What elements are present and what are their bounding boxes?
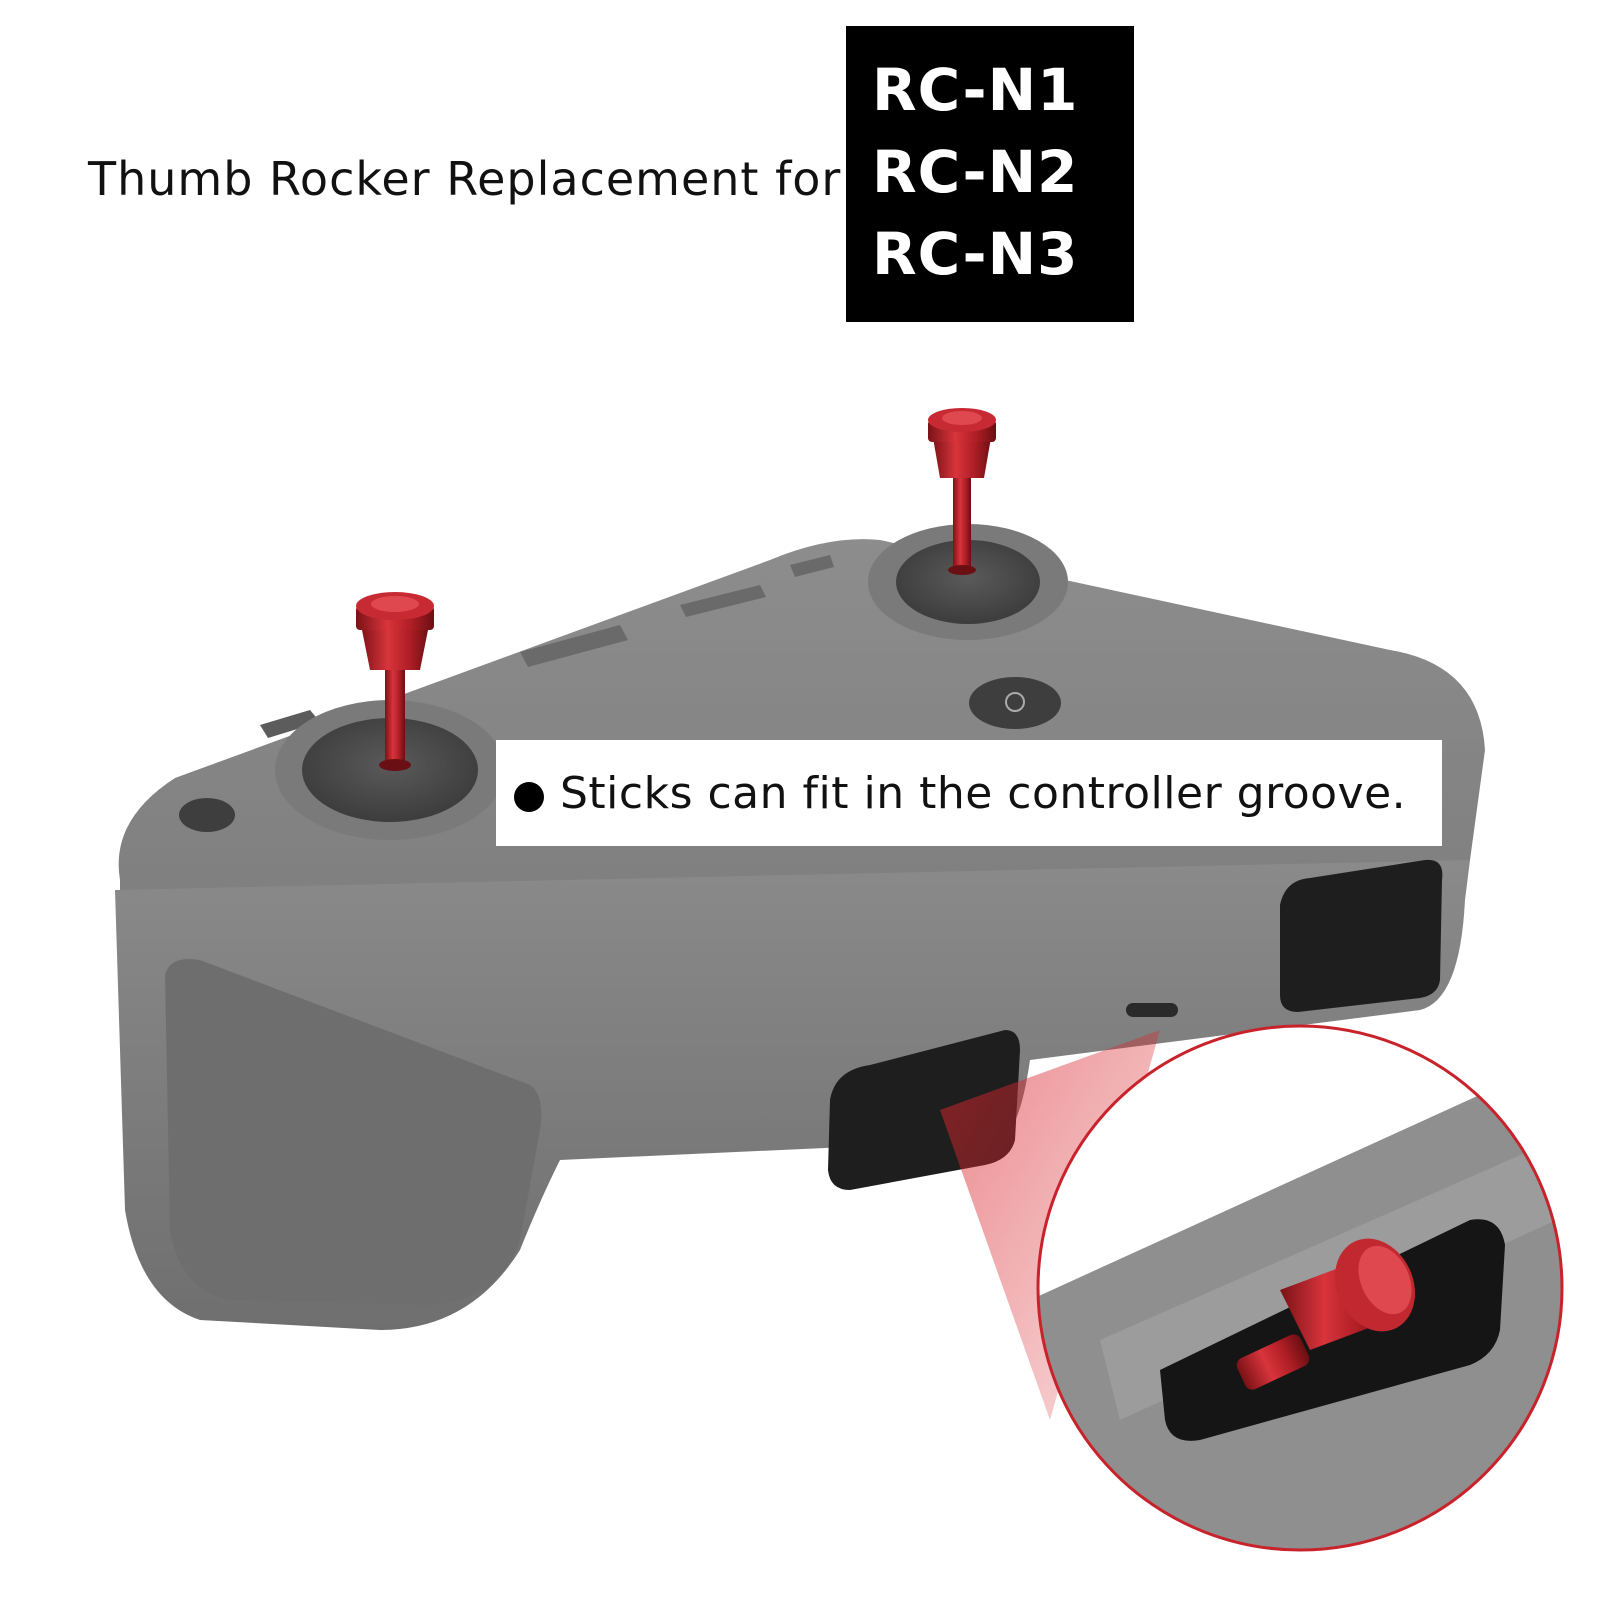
headline: Thumb Rocker Replacement for (88, 152, 842, 206)
model-rc-n2: RC-N2 (872, 138, 1079, 206)
bullet-icon (514, 782, 544, 812)
model-rc-n3: RC-N3 (872, 220, 1079, 288)
thumb-stick-right (928, 408, 996, 575)
model-rc-n1: RC-N1 (872, 56, 1079, 124)
model-box: RC-N1 RC-N2 RC-N3 (846, 26, 1134, 322)
power-icon (1005, 692, 1025, 712)
stick-storage-slot-right (1280, 859, 1443, 1012)
fn-button (179, 798, 235, 832)
power-button (969, 677, 1061, 729)
feature-callout: Sticks can fit in the controller groove. (496, 740, 1442, 846)
usb-port (1126, 1003, 1178, 1017)
zoom-inset (1036, 1024, 1564, 1552)
thumb-stick-left (356, 592, 434, 771)
callout-text: Sticks can fit in the controller groove. (560, 767, 1407, 819)
